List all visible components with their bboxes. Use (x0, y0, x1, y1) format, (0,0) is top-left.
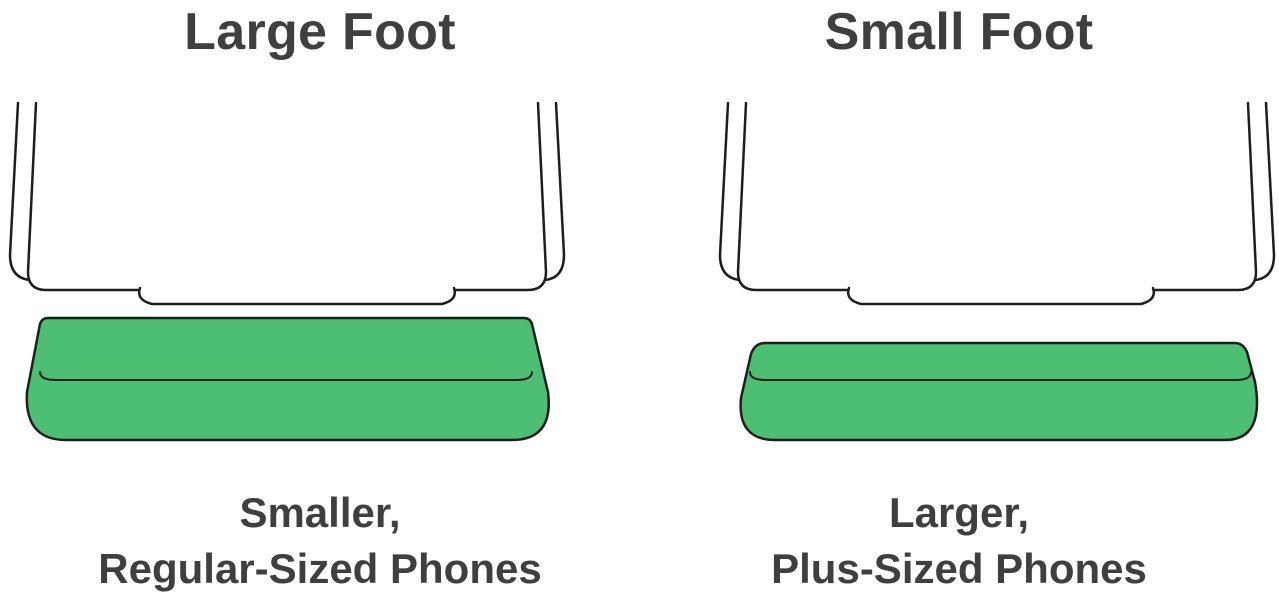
panel-title: Small Foot (824, 3, 1094, 61)
panel-small-foot: Small Foot Larger, Plus-Sized Phones (639, 0, 1279, 599)
panel-title: Large Foot (184, 3, 456, 61)
small-foot-illustration (718, 101, 1276, 442)
foot-small-edge-line (749, 371, 1252, 381)
caption-line-2: Regular-Sized Phones (98, 545, 542, 592)
caption-line-2: Plus-Sized Phones (771, 545, 1147, 592)
foot-large-edge-line (39, 371, 533, 381)
large-foot-illustration (8, 101, 566, 442)
panel-caption: Smaller, Regular-Sized Phones (0, 485, 640, 597)
panel-large-foot: Large Foot Smaller, Regular-Sized Phones (0, 3, 640, 597)
phone-bottom-lip (847, 286, 1155, 306)
phone-bottom-lip (138, 286, 456, 306)
caption-line-1: Larger, (888, 489, 1030, 536)
panel-caption: Larger, Plus-Sized Phones (639, 485, 1279, 597)
phone-body (26, 101, 548, 292)
foot-small (739, 341, 1259, 442)
caption-line-1: Smaller, (239, 489, 401, 536)
phone-body (736, 101, 1258, 292)
